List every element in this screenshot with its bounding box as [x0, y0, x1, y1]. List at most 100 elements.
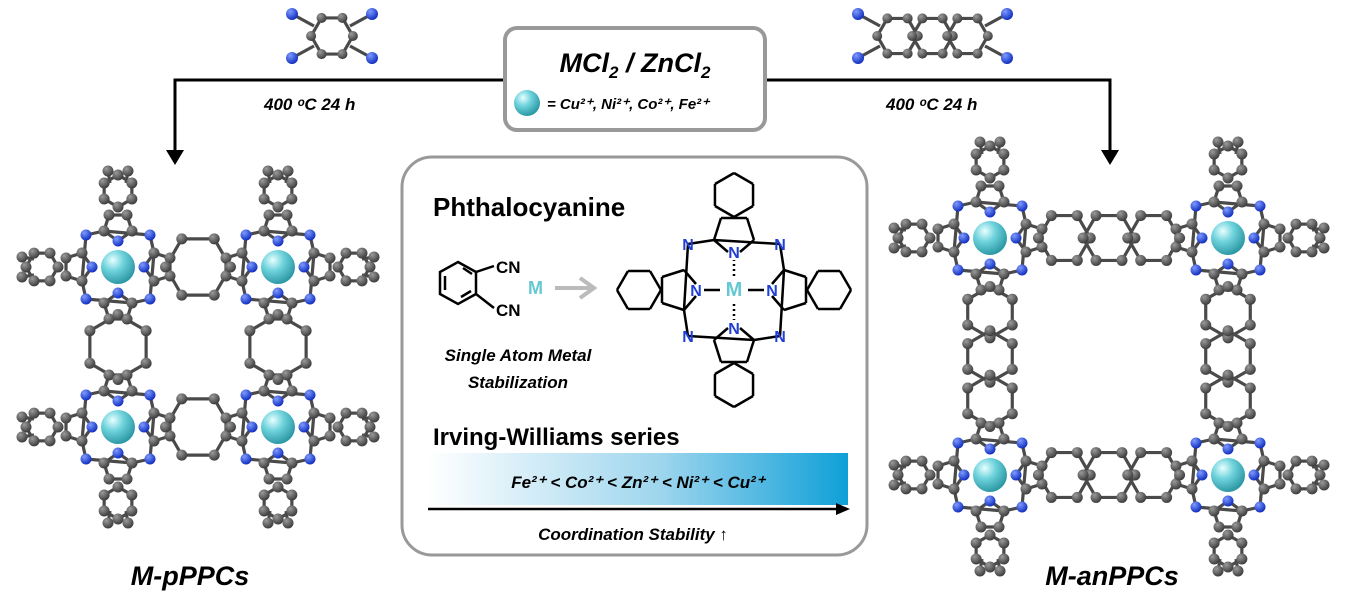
carbon-atom: [1045, 254, 1057, 266]
carbon-atom: [220, 252, 232, 264]
carbon-atom: [975, 521, 987, 533]
nitrogen-atom: [1254, 264, 1266, 276]
carbon-atom: [1222, 369, 1234, 381]
carbon-atom: [258, 297, 270, 309]
carbon-atom: [1236, 268, 1248, 280]
carbon-atom: [1274, 460, 1286, 472]
nitrogen-atom: [112, 395, 124, 407]
carbon-atom: [1236, 505, 1248, 517]
carbon-atom: [258, 489, 270, 501]
product-label-left: M-pPPCs: [131, 561, 250, 591]
condition-left: 400 ᵒC 24 h: [263, 95, 355, 114]
carbon-atom: [236, 435, 248, 447]
carbon-atom: [148, 247, 160, 259]
carbon-atom: [164, 270, 176, 282]
nitrogen-atom: [246, 421, 258, 433]
carbon-atom: [160, 261, 172, 273]
carbon-atom: [1244, 363, 1256, 375]
carbon-atom: [888, 222, 900, 234]
carbon-atom: [970, 553, 982, 565]
metal-symbol-reactant: M: [528, 278, 543, 298]
carbon-atom: [1045, 447, 1057, 459]
carbon-atom: [220, 412, 232, 424]
carbon-atom: [208, 449, 220, 461]
carbon-atom: [102, 165, 114, 177]
meso-nitrogen: N: [774, 329, 786, 346]
carbon-atom: [364, 421, 376, 433]
precursor-carbon: [972, 13, 983, 24]
carbon-atom: [900, 455, 912, 467]
carbon-atom: [993, 180, 1005, 192]
carbon-atom: [1006, 408, 1018, 420]
pyrrole-nitrogen: N: [728, 321, 740, 338]
precursor-carbon: [347, 31, 358, 41]
metal-sphere-icon: [514, 90, 540, 116]
nitrogen-atom: [952, 437, 964, 449]
carbon-atom: [286, 489, 298, 501]
precursor-carbon: [337, 12, 348, 23]
pyrrole-nitrogen: N: [690, 283, 702, 300]
nitrogen-atom: [984, 495, 996, 507]
pc-bond: [687, 334, 755, 342]
stability-axis-label: Coordination Stability ↑: [538, 525, 728, 544]
pc-bond: [712, 339, 723, 363]
carbon-atom: [1318, 222, 1330, 234]
carbon-atom: [324, 252, 336, 264]
pc-bond: [739, 327, 755, 341]
carbon-atom: [1161, 210, 1173, 222]
framework-atoms: [16, 136, 1330, 577]
carbon-atom: [364, 261, 376, 273]
carbon-atom: [236, 407, 248, 419]
carbon-atom: [368, 411, 380, 423]
pc-bond: [714, 361, 735, 376]
carbon-atom: [220, 430, 232, 442]
pc-bond: [714, 394, 735, 409]
carbon-atom: [1208, 553, 1220, 565]
nitrogen-atom: [112, 235, 124, 247]
carbon-atom: [263, 473, 275, 485]
phthalocyanine-structure: [615, 171, 853, 409]
carbon-atom: [1020, 455, 1032, 467]
carbon-atom: [1200, 408, 1212, 420]
carbon-atom: [356, 435, 368, 447]
pc-bond: [771, 269, 785, 285]
carbon-atom: [164, 252, 176, 264]
carbon-atom: [16, 251, 28, 263]
carbon-atom: [1200, 363, 1212, 375]
carbon-atom: [900, 483, 912, 495]
metal-atom: [261, 410, 295, 444]
metal-atom: [973, 221, 1007, 255]
nitrogen-atom: [240, 229, 252, 241]
nitrogen-atom: [1248, 469, 1260, 481]
carbon-atom: [1208, 505, 1220, 517]
pc-bond: [687, 238, 715, 246]
carbon-atom: [1200, 319, 1212, 331]
carbon-atom: [148, 435, 160, 447]
carbon-atom: [176, 449, 188, 461]
carbon-atom: [962, 382, 974, 394]
carbon-atom: [1306, 483, 1318, 495]
carbon-atom: [281, 313, 293, 325]
carbon-atom: [970, 268, 982, 280]
carbon-atom: [258, 505, 270, 517]
caption-line-2: Stabilization: [468, 373, 568, 392]
cn-label-bottom: CN: [496, 301, 521, 320]
carbon-atom: [340, 275, 352, 287]
precursor-carbon: [337, 49, 348, 60]
carbon-atom: [258, 385, 270, 397]
precursor-carbon: [882, 48, 893, 59]
carbon-atom: [1071, 254, 1083, 266]
nitrogen-atom: [144, 389, 156, 401]
carbon-atom: [948, 483, 960, 495]
carbon-atom: [16, 431, 28, 443]
nitrogen-atom: [1254, 501, 1266, 513]
nitrogen-atom: [272, 447, 284, 459]
carbon-atom: [998, 537, 1010, 549]
carbon-atom: [1036, 460, 1048, 472]
carbon-atom: [1036, 241, 1048, 253]
carbon-atom: [121, 209, 133, 221]
carbon-atom: [1090, 254, 1102, 266]
carbon-atom: [998, 196, 1010, 208]
carbon-atom: [994, 136, 1006, 148]
carbon-atom: [1116, 447, 1128, 459]
